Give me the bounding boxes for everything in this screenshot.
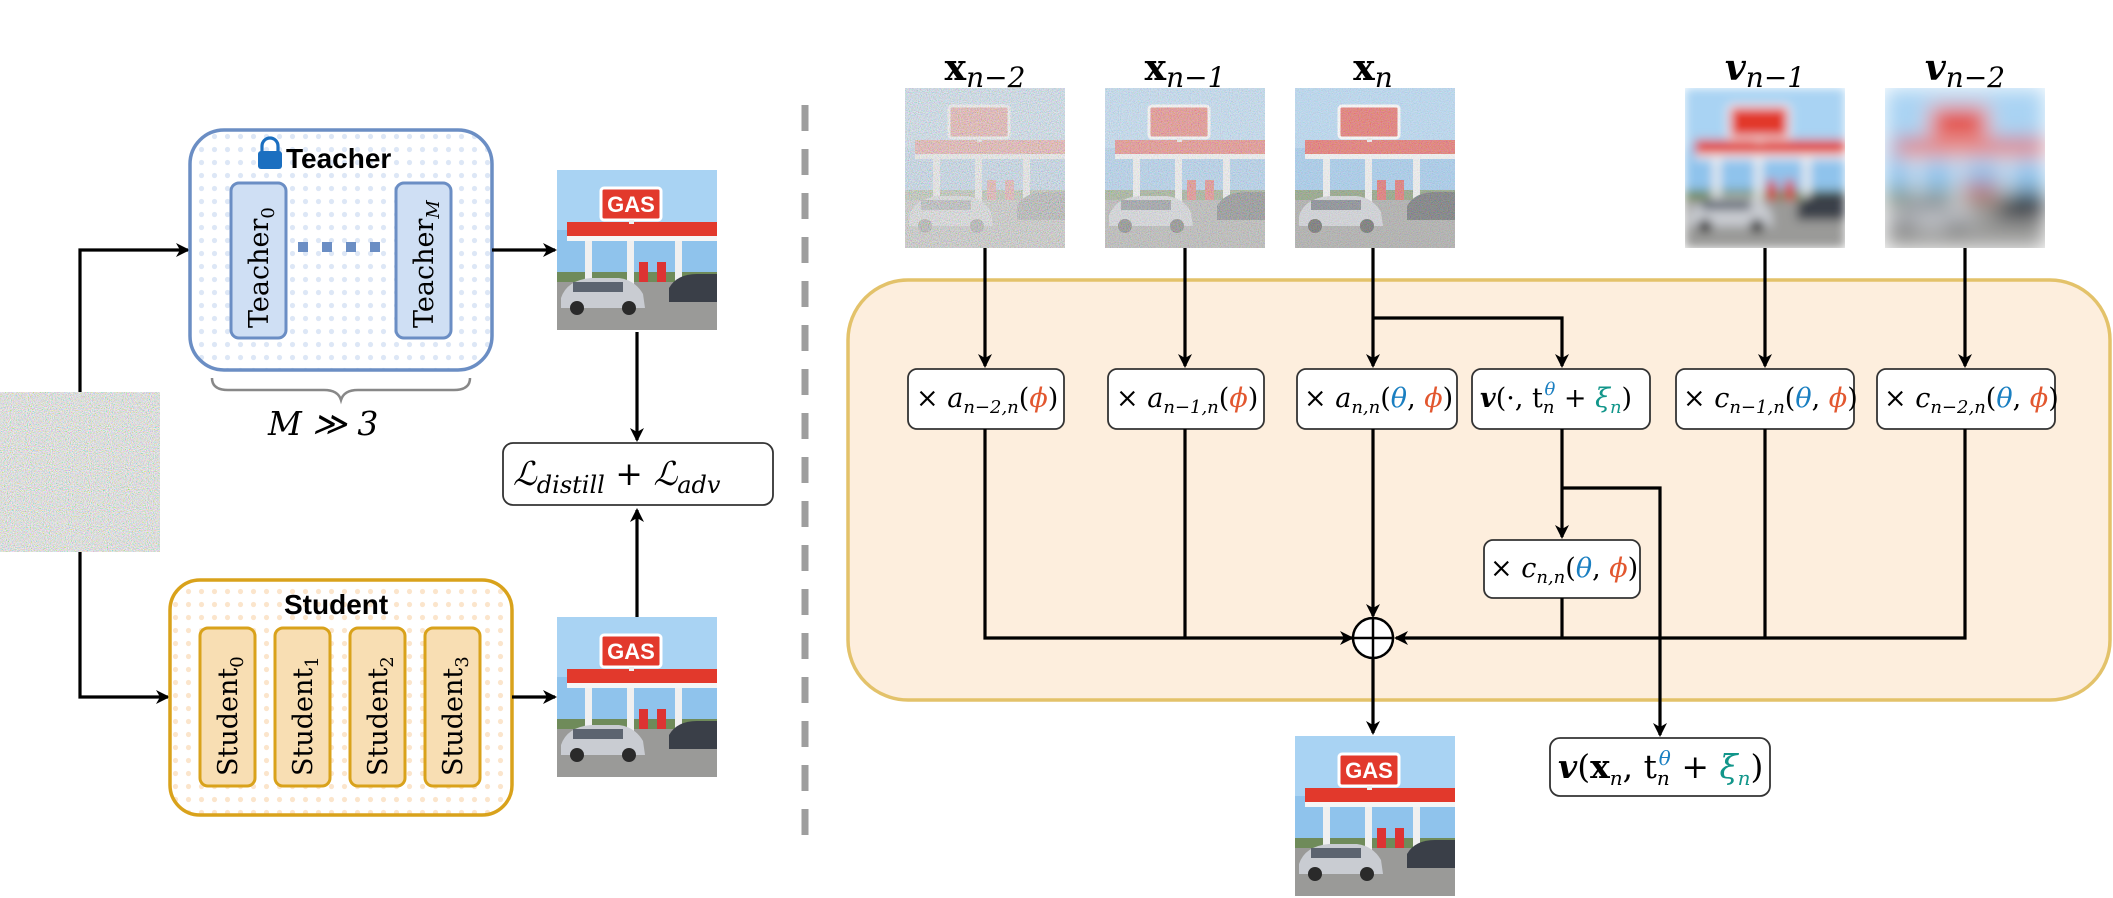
teacher-output-image: GAS xyxy=(555,168,719,332)
student-3-box xyxy=(423,626,482,788)
image-v-n-1 xyxy=(1685,88,1845,248)
loss-box xyxy=(502,442,774,506)
student-0-label: Student0 xyxy=(213,656,248,776)
image-x-n xyxy=(1293,86,1457,250)
line-c-n-2-to-sum xyxy=(1394,429,1967,645)
teacher-count-brace xyxy=(210,377,472,405)
teacher-group: Teacher Teacher0 TeacherM M ≫ 3 xyxy=(188,128,494,443)
label-v-n-2: vn−2 xyxy=(1925,47,2005,94)
teacher-m-label: TeacherM xyxy=(409,200,444,328)
loss-expression: ℒdistill + ℒadv xyxy=(513,454,721,499)
right-panel: xn−2 xn−1 xn vn−1 vn−2 × an−2,n(ϕ) xyxy=(846,47,2112,898)
coeff-c-n-1-text: × cn−1,n(θ, ϕ) xyxy=(1683,383,1858,418)
arrow-velocity-to-output xyxy=(1562,486,1667,737)
teacher-0-label: Teacher0 xyxy=(244,207,279,328)
image-v-n-2 xyxy=(1885,88,2045,248)
lock-icon xyxy=(258,136,282,169)
coeff-a-n-2-text: × an−2,n(ϕ) xyxy=(916,383,1058,418)
student-3-label: Student3 xyxy=(438,656,473,776)
arrow-x-n-to-velocity xyxy=(1373,316,1569,368)
student-output-image: GAS xyxy=(555,615,719,779)
circle-plus-icon xyxy=(1351,616,1395,660)
image-x-n-1 xyxy=(1103,86,1267,250)
velocity-box-text: v(·, tnθ + ξn) xyxy=(1480,379,1632,418)
output-image: GAS xyxy=(1293,734,1457,898)
teacher-ellipsis xyxy=(298,242,380,252)
output-velocity-text: v(xn, tnθ + ξn) xyxy=(1558,746,1763,790)
student-title: Student xyxy=(284,589,388,620)
label-x-n: xn xyxy=(1353,47,1393,94)
line-a-n-2-to-sum xyxy=(983,429,1354,645)
noise-input-image xyxy=(0,392,160,552)
teacher-image-sign: GAS xyxy=(607,192,655,217)
arrow-noise-to-teacher xyxy=(78,243,190,392)
student-2-box xyxy=(348,626,407,788)
coeff-c-n-n-text: × cn,n(θ, ϕ) xyxy=(1490,553,1638,588)
coeff-c-n-2-text: × cn−2,n(θ, ϕ) xyxy=(1884,383,2059,418)
coeff-box-a-n-n xyxy=(1296,368,1458,430)
student-0-box xyxy=(198,626,257,788)
student-image-sign: GAS xyxy=(607,639,655,664)
output-image-sign: GAS xyxy=(1345,758,1393,783)
student-2-label: Student2 xyxy=(363,656,398,776)
label-v-n-1: vn−1 xyxy=(1725,47,1805,94)
teacher-0-box xyxy=(229,181,288,340)
loss-box-group: ℒdistill + ℒadv xyxy=(502,442,774,506)
left-panel: Teacher Teacher0 TeacherM M ≫ 3 GAS xyxy=(0,128,774,817)
label-x-n-2: xn−2 xyxy=(945,47,1026,94)
arrow-noise-to-student xyxy=(78,552,170,704)
student-1-box xyxy=(273,626,332,788)
image-x-n-2 xyxy=(903,86,1067,250)
teacher-count-label: M ≫ 3 xyxy=(267,404,378,443)
output-velocity-box xyxy=(1549,737,1771,797)
coeff-a-n-n-text: × an,n(θ, ϕ) xyxy=(1304,383,1453,418)
student-1-label: Student1 xyxy=(288,656,323,776)
teacher-m-box xyxy=(394,181,453,340)
student-group: Student Student0 Student1 Student2 Stude… xyxy=(168,578,514,817)
teacher-title: Teacher xyxy=(286,143,391,174)
coeff-a-n-1-text: × an−1,n(ϕ) xyxy=(1116,383,1258,418)
label-x-n-1: xn−1 xyxy=(1145,47,1226,94)
